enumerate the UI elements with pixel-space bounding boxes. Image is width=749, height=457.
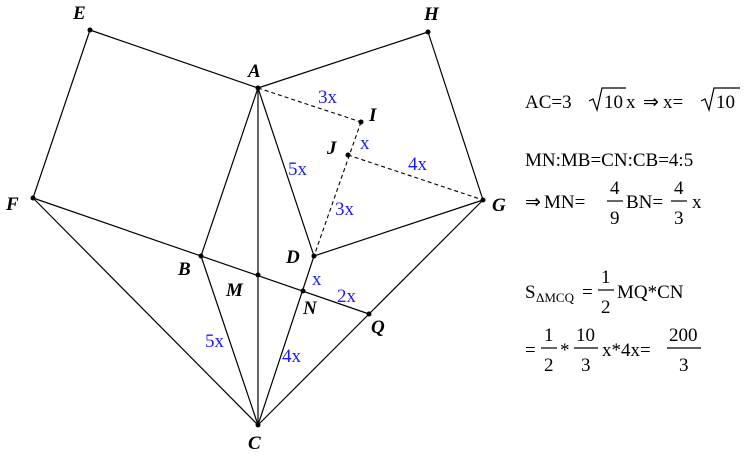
segment-DC	[257, 255, 315, 426]
equations-panel: AC=3 10 x ⇒ x= 10 MN:MB=CN:CB=4:5 ⇒ MN= …	[525, 87, 740, 376]
eq4-s: S	[525, 282, 536, 303]
eq3-num1: 4	[610, 178, 620, 199]
length-JD: 3x	[335, 199, 355, 220]
length-NQ: 2x	[337, 286, 357, 307]
dashed-AI	[257, 87, 362, 123]
eq3-num2: 4	[674, 178, 684, 199]
label-N: N	[302, 298, 318, 319]
length-IJ: x	[360, 133, 370, 154]
eq3-den1: 9	[610, 208, 620, 229]
equation-line-1: AC=3 10 x ⇒ x= 10	[525, 87, 740, 113]
eq1-lhs: AC=3	[525, 92, 572, 113]
point-labels: E H A I J F G B D M N Q C	[5, 3, 506, 454]
eq1-x: x	[626, 92, 636, 113]
length-labels: 3x x 4x 5x 3x x 2x 5x 4x	[205, 87, 428, 367]
point-H	[425, 29, 431, 35]
eq4-rest: MQ*CN	[617, 282, 684, 303]
segment-AH	[257, 31, 429, 89]
point-D	[311, 253, 317, 259]
eq4-num: 1	[601, 267, 611, 288]
length-BC: 5x	[205, 331, 225, 352]
equation-line-5: = 1 2 * 10 3 x*4x= 200 3	[525, 325, 701, 376]
equation-line-3: ⇒ MN= 4 9 BN= 4 3 x	[525, 178, 702, 229]
eq5-den2: 3	[581, 355, 591, 376]
label-Q: Q	[371, 317, 385, 338]
segment-AD	[257, 87, 315, 257]
dashed-IJ	[313, 121, 362, 257]
eq3-b: BN=	[626, 192, 663, 213]
segment-BC	[200, 255, 259, 426]
eq5-star: *	[560, 340, 570, 361]
segment-QC	[257, 313, 370, 426]
eq1-radical-sign-2	[700, 87, 740, 113]
eq3-arrow: ⇒	[525, 192, 541, 213]
point-N	[300, 288, 306, 294]
eq3-c: x	[692, 192, 702, 213]
length-JG: 4x	[408, 154, 428, 175]
label-C: C	[248, 433, 261, 454]
label-H: H	[423, 4, 440, 25]
eq1-radical-sign	[588, 87, 626, 113]
point-M	[255, 272, 261, 278]
length-AI: 3x	[318, 87, 338, 108]
eq5-den3: 3	[679, 355, 689, 376]
eq5-eq: =	[525, 340, 536, 361]
length-AD: 5x	[288, 159, 308, 180]
label-D: D	[285, 247, 300, 268]
point-A	[255, 85, 261, 91]
segment-EA	[89, 29, 259, 89]
equation-line-4: S ΔMCQ = 1 2 MQ*CN	[525, 267, 684, 318]
segment-DG	[313, 199, 484, 257]
point-Q	[366, 311, 372, 317]
eq4-subscript: ΔMCQ	[536, 290, 575, 305]
label-F: F	[5, 194, 19, 215]
point-B	[198, 253, 204, 259]
eq4-eq: =	[582, 282, 593, 303]
segment-HG	[427, 31, 484, 201]
point-C	[255, 422, 261, 428]
point-I	[358, 119, 364, 125]
length-DN: x	[312, 269, 322, 290]
label-E: E	[72, 3, 86, 24]
label-G: G	[492, 195, 506, 216]
segment-EF	[32, 29, 91, 199]
segment-GQ	[368, 199, 484, 315]
point-G	[480, 197, 486, 203]
length-NC: 4x	[282, 346, 302, 367]
eq3-den2: 3	[674, 208, 684, 229]
eq1-arrow: ⇒	[643, 92, 659, 113]
label-M: M	[225, 280, 244, 301]
eq5-num2: 10	[576, 325, 595, 346]
eq5-den1: 2	[544, 355, 554, 376]
eq4-den: 2	[601, 297, 611, 318]
figure-dashed-lines	[257, 87, 484, 257]
figure-points	[30, 27, 486, 428]
eq5-mid: x*4x=	[602, 340, 651, 361]
segment-AB	[200, 87, 259, 257]
eq1-rhs: x=	[663, 92, 683, 113]
label-J: J	[326, 138, 337, 159]
eq5-num3: 200	[669, 325, 698, 346]
equation-line-2: MN:MB=CN:CB=4:5	[525, 150, 693, 171]
segment-FC	[32, 197, 259, 426]
eq5-num1: 1	[544, 325, 554, 346]
point-F	[30, 195, 36, 201]
eq3-a: MN=	[544, 192, 585, 213]
label-I: I	[368, 105, 377, 126]
point-J	[345, 152, 351, 158]
dashed-JG	[347, 154, 484, 201]
point-E	[87, 27, 93, 33]
label-B: B	[177, 259, 191, 280]
label-A: A	[247, 61, 261, 82]
eq1-radicand-2: 10	[716, 92, 735, 113]
eq1-radicand: 10	[604, 92, 623, 113]
